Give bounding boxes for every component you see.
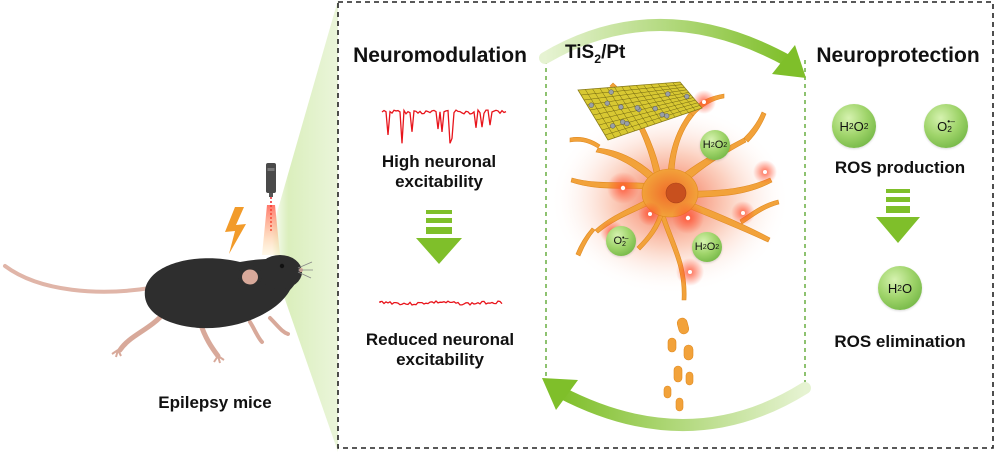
nanosheet-grid-line: [636, 85, 662, 122]
epilepsy-mice-caption: Epilepsy mice: [158, 393, 272, 412]
mouse-illustration: [3, 255, 313, 364]
high-excitability-trace: [381, 108, 507, 144]
nanosheet-grid-line: [614, 87, 642, 129]
pt-nanoparticle: [604, 100, 610, 106]
pt-nanoparticle: [664, 113, 670, 119]
pt-nanoparticle: [610, 123, 616, 129]
nanosheet-grid-line: [665, 82, 689, 113]
top-curved-arrow: [539, 19, 806, 78]
high-excitability-trace-line: [381, 108, 507, 144]
pt-nanoparticle: [608, 89, 614, 95]
material-sub: 2: [594, 51, 602, 66]
high-excitability-label: High neuronal excitability: [355, 152, 523, 192]
pt-nanoparticle: [659, 112, 665, 118]
pt-nanoparticle: [618, 104, 624, 110]
bottom-curved-arrow: [542, 378, 811, 431]
tis2-pt-nanosheet: [577, 81, 703, 141]
down-arrow-right: [876, 189, 920, 243]
nanosheet-grid-line: [628, 85, 656, 125]
reduced-excitability-label: Reduced neuronal excitability: [345, 330, 535, 370]
down-arrow-left: [416, 210, 462, 264]
reduced-excitability-line-1: Reduced neuronal: [365, 330, 515, 349]
reduced-excitability-trace-line: [379, 300, 503, 306]
nanosheet-grid-line: [657, 83, 683, 116]
high-excitability-line-1: High neuronal: [381, 152, 497, 171]
ros-elimination-label: ROS elimination: [834, 332, 966, 351]
pt-nanoparticle: [684, 93, 690, 100]
nanosheet-grid-line: [672, 82, 696, 111]
lightning-bolt-icon: [225, 207, 246, 254]
high-excitability-line-2: excitability: [395, 172, 483, 192]
reduced-excitability-trace: [379, 300, 503, 306]
outer-dashed-frame: [337, 1, 994, 449]
pt-nanoparticle: [624, 120, 630, 127]
laser-fiber-icon: [262, 163, 280, 255]
nanosheet-grid-line: [585, 89, 615, 138]
neuroprotection-title: Neuroprotection: [816, 44, 980, 67]
nanosheet-grid-line: [599, 88, 629, 134]
nanosheet-grid-line: [650, 84, 676, 118]
pt-nanoparticle: [652, 105, 658, 112]
nanosheet-grid-line: [592, 88, 622, 136]
material-tail: /Pt: [601, 42, 626, 63]
ros-production-label: ROS production: [834, 158, 966, 177]
o2-radical-molecule-left: O•–2: [606, 226, 636, 256]
nanosheet-grid-line: [621, 86, 649, 127]
inner-green-dashed-frame: [545, 60, 806, 385]
pt-nanoparticle: [634, 105, 640, 111]
o2-radical-molecule-right: O•–2: [924, 104, 968, 148]
material-label: TiS2/Pt: [565, 42, 665, 66]
pt-nanoparticle: [665, 91, 671, 97]
magnification-beam: [272, 0, 338, 452]
pt-nanoparticle: [588, 102, 594, 108]
reduced-excitability-line-2: excitability: [396, 350, 484, 370]
material-main: TiS: [565, 42, 595, 63]
neuromodulation-title: Neuromodulation: [353, 44, 527, 67]
ros-hotspots: [600, 90, 777, 286]
